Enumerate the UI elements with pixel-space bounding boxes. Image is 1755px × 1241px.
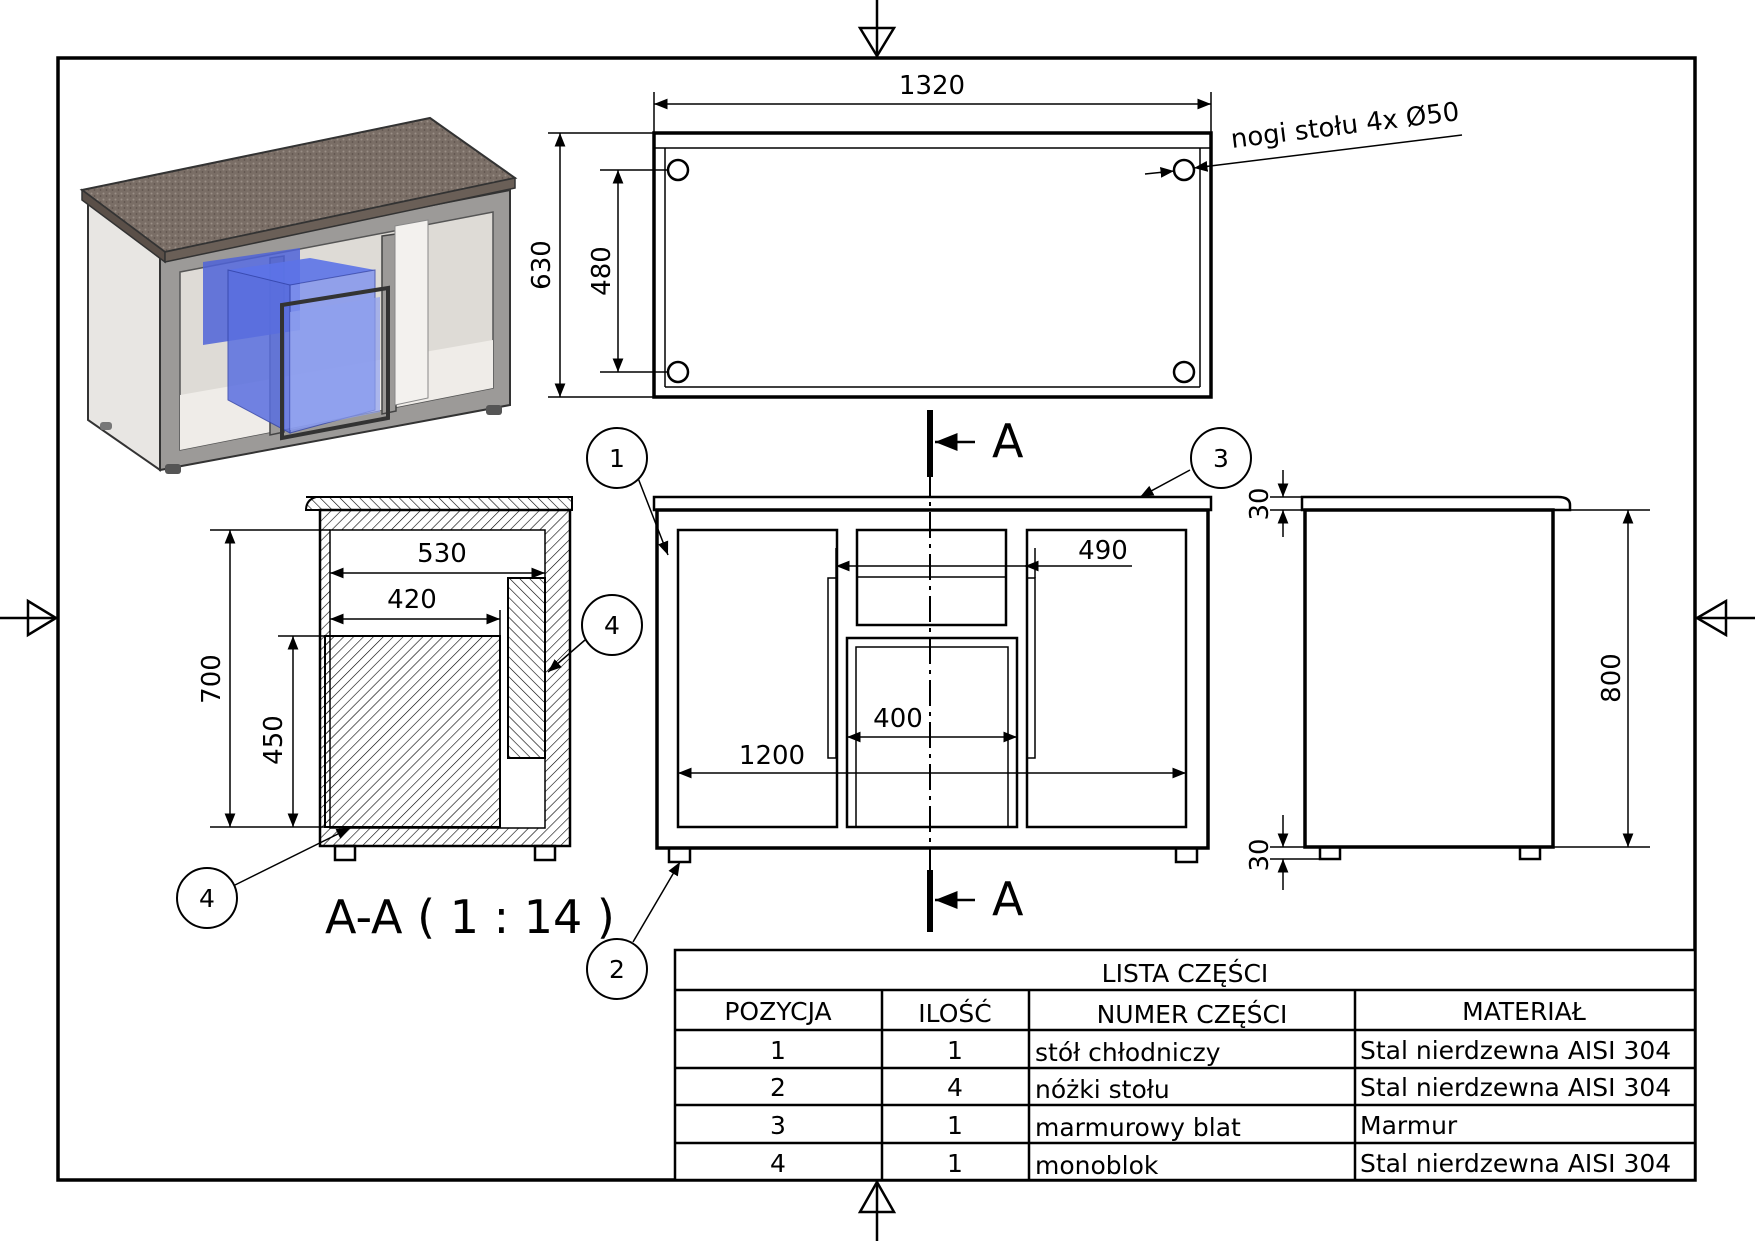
callout-3: 3	[1139, 427, 1252, 498]
front-view: A A 490 400 1200	[652, 410, 1213, 932]
header-numer-czesci: NUMER CZĘŚCI	[1097, 999, 1288, 1029]
section-label-bottom: A	[992, 872, 1024, 926]
table-row: 4 1 monoblok Stal nierdzewna AISI 304	[770, 1149, 1671, 1180]
dim-1320: 1320	[899, 71, 965, 101]
top-view: 1320 630 480 nogi stołu 4x Ø50	[527, 71, 1463, 399]
dim-450: 450	[259, 715, 289, 765]
dim-420: 420	[387, 585, 437, 615]
svg-text:nóżki stołu: nóżki stołu	[1035, 1075, 1170, 1104]
header-pozycja: POZYCJA	[724, 997, 831, 1026]
table-row: 1 1 stół chłodniczy Stal nierdzewna AISI…	[770, 1036, 1671, 1067]
svg-text:Stal nierdzewna AISI 304: Stal nierdzewna AISI 304	[1360, 1149, 1671, 1178]
svg-text:marmurowy blat: marmurowy blat	[1035, 1113, 1241, 1142]
svg-text:1: 1	[947, 1036, 963, 1065]
callout-4-right: 4	[547, 594, 643, 673]
svg-text:Marmur: Marmur	[1360, 1111, 1458, 1140]
side-view: 30 800 30	[1245, 470, 1650, 890]
dim-800: 800	[1597, 653, 1627, 703]
dim-1200: 1200	[739, 741, 805, 771]
centering-mark-right	[1694, 598, 1755, 638]
centering-mark-top	[857, 0, 897, 59]
section-title: A-A ( 1 : 14 )	[325, 890, 615, 944]
dim-30-bottom: 30	[1245, 838, 1275, 871]
leg-note: nogi stołu 4x Ø50	[1229, 97, 1461, 155]
svg-text:4: 4	[199, 884, 215, 913]
leg-circle	[666, 158, 690, 182]
svg-text:1: 1	[609, 444, 625, 473]
dim-30-top: 30	[1245, 487, 1275, 520]
dim-630: 630	[527, 240, 557, 290]
svg-text:Stal nierdzewna AISI 304: Stal nierdzewna AISI 304	[1360, 1073, 1671, 1102]
dim-480: 480	[587, 246, 617, 296]
leg-circle	[1172, 158, 1196, 182]
svg-text:1: 1	[947, 1149, 963, 1178]
callout-1: 1	[586, 427, 669, 556]
dim-700: 700	[197, 654, 227, 704]
dim-490: 490	[1078, 536, 1128, 566]
centering-mark-left	[0, 598, 59, 638]
svg-text:2: 2	[770, 1073, 786, 1102]
svg-text:4: 4	[770, 1149, 786, 1178]
svg-text:stół chłodniczy: stół chłodniczy	[1035, 1038, 1221, 1067]
leg-circle	[666, 360, 690, 384]
section-label-top: A	[992, 414, 1024, 468]
svg-text:4: 4	[947, 1073, 963, 1102]
table-row: 2 4 nóżki stołu Stal nierdzewna AISI 304	[770, 1073, 1671, 1104]
svg-text:4: 4	[604, 611, 620, 640]
callout-4-left: 4	[176, 827, 351, 929]
dim-530: 530	[417, 539, 467, 569]
svg-text:3: 3	[1213, 444, 1229, 473]
svg-text:Stal nierdzewna AISI 304: Stal nierdzewna AISI 304	[1360, 1036, 1671, 1065]
table-row: 3 1 marmurowy blat Marmur	[770, 1111, 1458, 1142]
leg-circle	[1172, 360, 1196, 384]
isometric-view	[79, 116, 518, 474]
callout-2: 2	[586, 861, 681, 1000]
svg-text:2: 2	[609, 955, 625, 984]
section-view: 530 420 700 450 A-A ( 1 : 14 )	[197, 496, 615, 944]
dim-400: 400	[873, 704, 923, 734]
parts-list-title: LISTA CZĘŚCI	[1102, 958, 1269, 988]
svg-text:1: 1	[770, 1036, 786, 1065]
svg-text:monoblok: monoblok	[1035, 1151, 1159, 1180]
header-material: MATERIAŁ	[1462, 997, 1586, 1026]
svg-text:3: 3	[770, 1111, 786, 1140]
svg-text:1: 1	[947, 1111, 963, 1140]
header-ilosc: ILOŚĆ	[918, 998, 991, 1028]
centering-mark-bottom	[857, 1179, 897, 1241]
parts-list-table: LISTA CZĘŚCI POZYCJA ILOŚĆ NUMER CZĘŚCI …	[673, 948, 1697, 1182]
